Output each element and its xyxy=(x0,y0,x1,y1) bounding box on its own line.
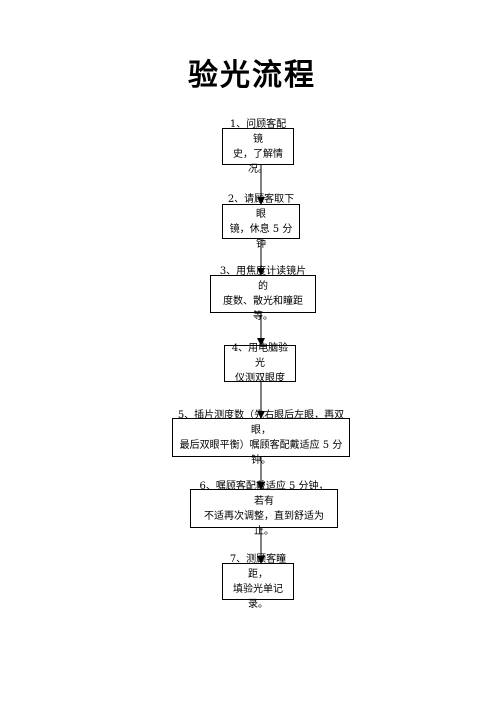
flow-step-6-text: 6、嘱顾客配戴适应 5 分钟，若有 不适再次调整，直到舒适为止。 xyxy=(199,480,329,537)
flow-step-5-text: 5、插片测度数（先右眼后左眼，再双眼， 最后双眼平衡）嘱顾客配戴适应 5 分钟。 xyxy=(177,409,345,466)
flow-step-6: 6、嘱顾客配戴适应 5 分钟，若有 不适再次调整，直到舒适为止。 xyxy=(190,481,338,537)
flow-step-3-text: 3、用焦度计读镜片的 度数、散光和瞳距等。 xyxy=(219,266,307,322)
page-title: 验光流程 xyxy=(188,58,316,93)
flow-step-2-text: 2、请顾客取下眼 镜，休息 5 分钟 xyxy=(227,193,295,250)
flow-step-4: 4、用电脑验光 仪测双眼度 xyxy=(224,343,296,384)
flow-step-1: 1、问顾客配镜 史，了解情况。 xyxy=(222,119,294,175)
flow-step-1-text: 1、问顾客配镜 史，了解情况。 xyxy=(229,118,287,175)
flow-step-7-text: 7、测顾客瞳距， 填验光单记录。 xyxy=(229,553,287,610)
flow-step-2: 2、请顾客取下眼 镜，休息 5 分钟 xyxy=(222,194,300,250)
flow-step-3: 3、用焦度计读镜片的 度数、散光和瞳距等。 xyxy=(210,266,316,322)
flow-step-7: 7、测顾客瞳距， 填验光单记录。 xyxy=(222,554,294,610)
flow-step-5: 5、插片测度数（先右眼后左眼，再双眼， 最后双眼平衡）嘱顾客配戴适应 5 分钟。 xyxy=(172,410,350,466)
flow-step-4-text: 4、用电脑验光 仪测双眼度 xyxy=(231,343,289,384)
